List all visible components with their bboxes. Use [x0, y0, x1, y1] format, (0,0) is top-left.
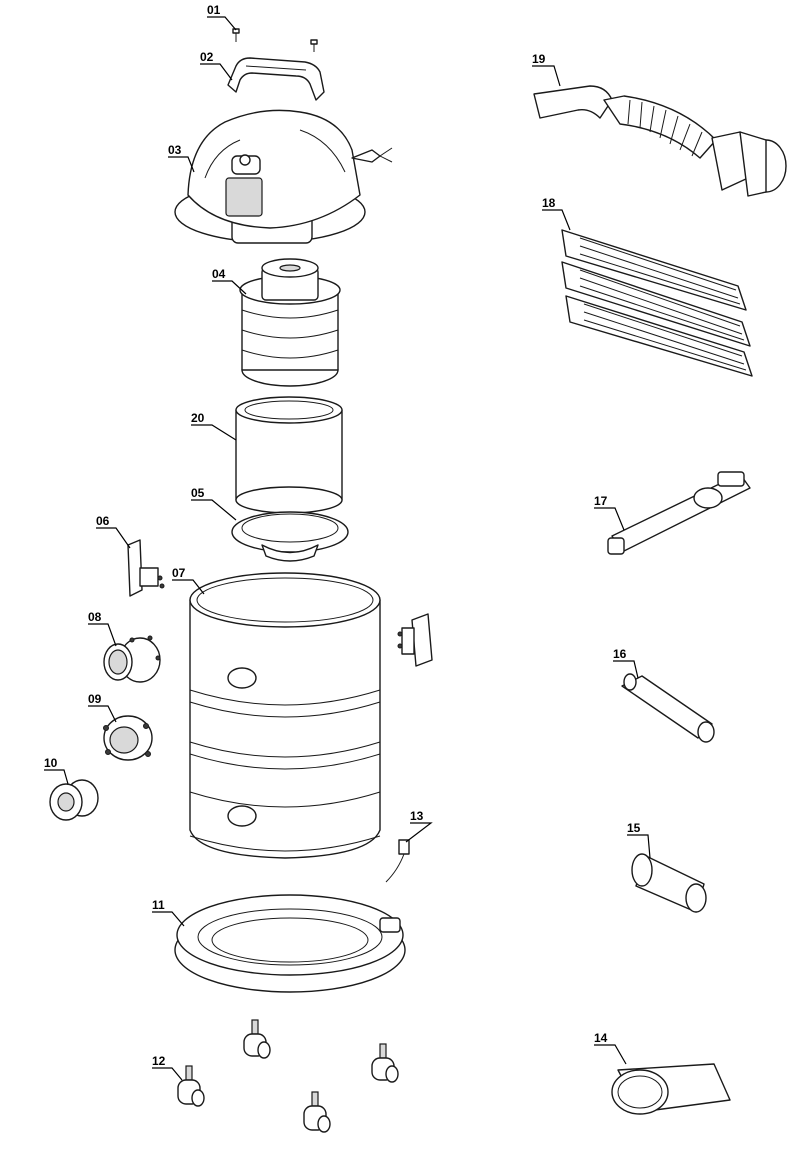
callout-label-01: 01 — [207, 3, 221, 17]
callout-label-12: 12 — [152, 1054, 166, 1068]
callout-label-09: 09 — [88, 692, 102, 706]
callout-label-13: 13 — [410, 809, 424, 823]
part-10-cap — [49, 779, 99, 821]
callout-label-14: 14 — [594, 1031, 608, 1045]
callout-19: 19 — [532, 52, 561, 87]
part-09-inlet-ring — [103, 715, 153, 761]
callout-06: 06 — [96, 514, 131, 549]
part-19-hose — [533, 85, 787, 197]
callout-01: 01 — [207, 3, 237, 31]
callout-13: 13 — [405, 809, 433, 843]
callout-label-18: 18 — [542, 196, 556, 210]
part-04-filter-cage — [239, 258, 341, 387]
callout-08: 08 — [88, 610, 117, 647]
callout-label-05: 05 — [191, 486, 205, 500]
side-bracket — [397, 613, 433, 667]
callout-label-11: 11 — [152, 898, 165, 912]
part-20-filter — [235, 396, 343, 514]
callout-02: 02 — [200, 50, 233, 81]
part-14-sleeve — [611, 1063, 731, 1115]
part-15-adapter — [631, 853, 707, 913]
part-03-motor-head — [174, 109, 393, 244]
callout-05: 05 — [191, 486, 237, 521]
callout-12: 12 — [152, 1054, 183, 1081]
castor-4 — [303, 1091, 331, 1133]
callout-04: 04 — [212, 267, 247, 295]
callout-10: 10 — [44, 756, 69, 785]
callout-18: 18 — [542, 196, 571, 231]
callout-03: 03 — [168, 143, 195, 173]
callout-14: 14 — [594, 1031, 627, 1065]
callout-label-15: 15 — [627, 821, 641, 835]
callout-09: 09 — [88, 692, 117, 723]
part-07-tank — [189, 572, 381, 859]
part-01-screws — [232, 28, 318, 52]
callout-07: 07 — [172, 566, 205, 595]
callout-label-06: 06 — [96, 514, 110, 528]
callout-label-08: 08 — [88, 610, 102, 624]
castor-2 — [371, 1043, 399, 1083]
callout-17: 17 — [594, 494, 625, 531]
part-18-extension-tubes — [561, 229, 753, 377]
callout-label-20: 20 — [191, 411, 205, 425]
part-11-base-ring — [174, 894, 406, 993]
part-02-handle — [227, 57, 325, 101]
callout-label-19: 19 — [532, 52, 546, 66]
callout-label-17: 17 — [594, 494, 608, 508]
callout-20: 20 — [191, 411, 237, 441]
part-05-filter-basket — [231, 511, 349, 562]
part-06-bracket — [127, 539, 165, 597]
part-08-inlet-socket — [103, 635, 161, 683]
castor-3 — [177, 1065, 205, 1107]
part-12-castors — [177, 1019, 399, 1133]
callouts: 01 02 03 04 20 05 06 07 — [44, 3, 651, 1081]
callout-16: 16 — [613, 647, 639, 679]
part-13-cable — [385, 839, 410, 883]
callout-label-10: 10 — [44, 756, 58, 770]
castor-1 — [243, 1019, 271, 1059]
callout-15: 15 — [627, 821, 651, 859]
part-17-floor-nozzle — [607, 471, 751, 555]
callout-label-07: 07 — [172, 566, 186, 580]
callout-label-16: 16 — [613, 647, 627, 661]
part-16-crevice-tool — [621, 673, 715, 743]
callout-label-03: 03 — [168, 143, 182, 157]
callout-label-04: 04 — [212, 267, 226, 281]
callout-11: 11 — [152, 898, 185, 927]
callout-label-02: 02 — [200, 50, 214, 64]
